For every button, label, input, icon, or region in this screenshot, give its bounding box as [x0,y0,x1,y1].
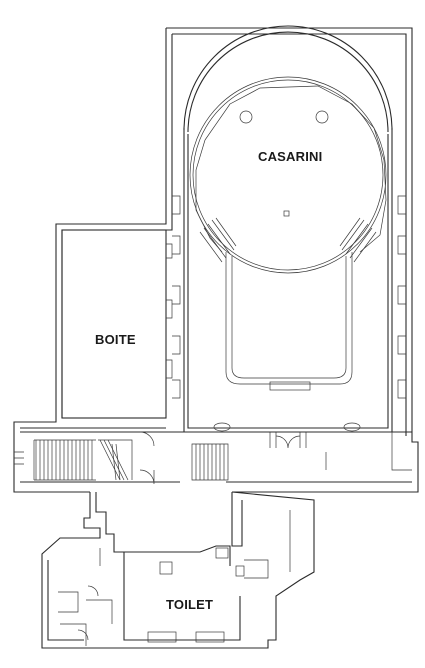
corridor [14,427,412,485]
room-label-toilet: TOILET [166,597,214,612]
casarini-front [213,422,361,449]
outer-walls [13,27,419,493]
boite-room [61,229,173,419]
room-label-boite: BOITE [95,332,136,347]
pilasters [172,195,406,399]
casarini-pit [199,217,377,391]
casarini-apse [183,25,393,274]
toilet-area [41,491,315,649]
room-label-casarini: CASARINI [258,149,323,164]
